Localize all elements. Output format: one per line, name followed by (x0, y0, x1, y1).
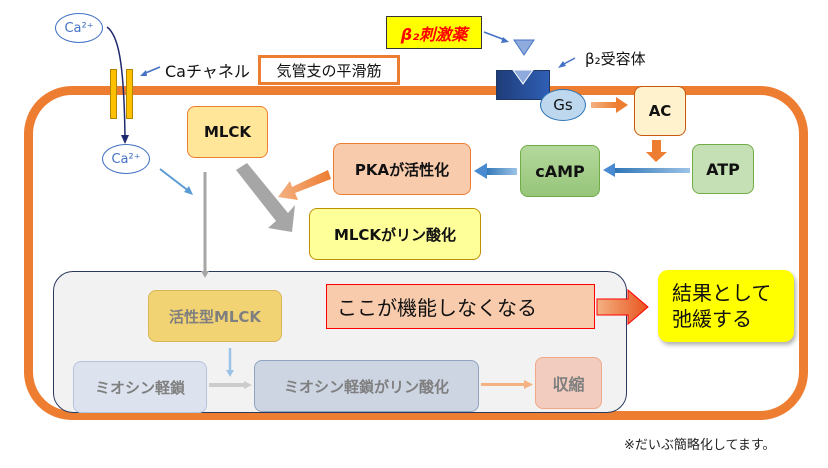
ca-channel-label: Caチャネル (165, 62, 250, 81)
ca-to-pathway-arrow (159, 168, 191, 193)
mlck-node: MLCK (187, 106, 268, 158)
ca-inside-node: Ca²⁺ (102, 144, 150, 174)
footnote: ※だいぶ簡略化してます。 (624, 438, 776, 453)
ca-channel-left (110, 69, 117, 119)
myosin-light-chain-node: ミオシン軽鎖 (73, 361, 207, 413)
camp-node: cAMP (520, 145, 600, 197)
myosin-lc-phosphorylated-node: ミオシン軽鎖がリン酸化 (254, 360, 479, 412)
ac-node: AC (634, 86, 686, 136)
contraction-node: 収縮 (535, 357, 602, 409)
gs-node: Gs (540, 89, 586, 121)
active-mlck-node: 活性型MLCK (148, 290, 282, 342)
agonist-box: β₂刺激薬 (386, 16, 482, 49)
pka-to-mlck-arrow (278, 170, 331, 200)
phos-to-contraction-arrow (481, 383, 525, 386)
disabled-to-result-arrow (596, 288, 649, 326)
result-box: 結果として弛緩する (658, 270, 794, 342)
atp-node: ATP (692, 144, 754, 194)
ca-influx-arrow (106, 26, 126, 139)
mlck-to-phosphorylated-arrow (236, 163, 295, 232)
agonist-pointer (483, 31, 506, 41)
result-line-1: 結果として (672, 281, 772, 305)
receptor-label: β₂受容体 (585, 50, 646, 68)
pka-node: PKAが活性化 (333, 143, 471, 195)
ca-channel-right (126, 69, 133, 119)
agonist-molecule-icon (513, 39, 535, 56)
disabled-note-box: ここが機能しなくなる (326, 284, 595, 329)
result-line-2: 弛緩する (672, 307, 752, 331)
atp-to-camp-arrow (614, 168, 690, 173)
ca-outside-node: Ca²⁺ (55, 13, 103, 43)
title-box: 気管支の平滑筋 (258, 55, 400, 85)
ac-to-camp-arrow (652, 140, 661, 153)
title-text: 気管支の平滑筋 (276, 61, 382, 80)
mlck-phosphorylated-node: MLCKがリン酸化 (309, 208, 481, 260)
receptor-binding-site-icon (512, 69, 534, 85)
myosin-to-phos-arrow (209, 383, 245, 387)
gs-to-ac-arrow (591, 102, 617, 108)
camp-to-pka-arrow (485, 168, 517, 175)
ca-influx-arrowhead (121, 135, 129, 144)
cell-membrane (24, 86, 808, 420)
